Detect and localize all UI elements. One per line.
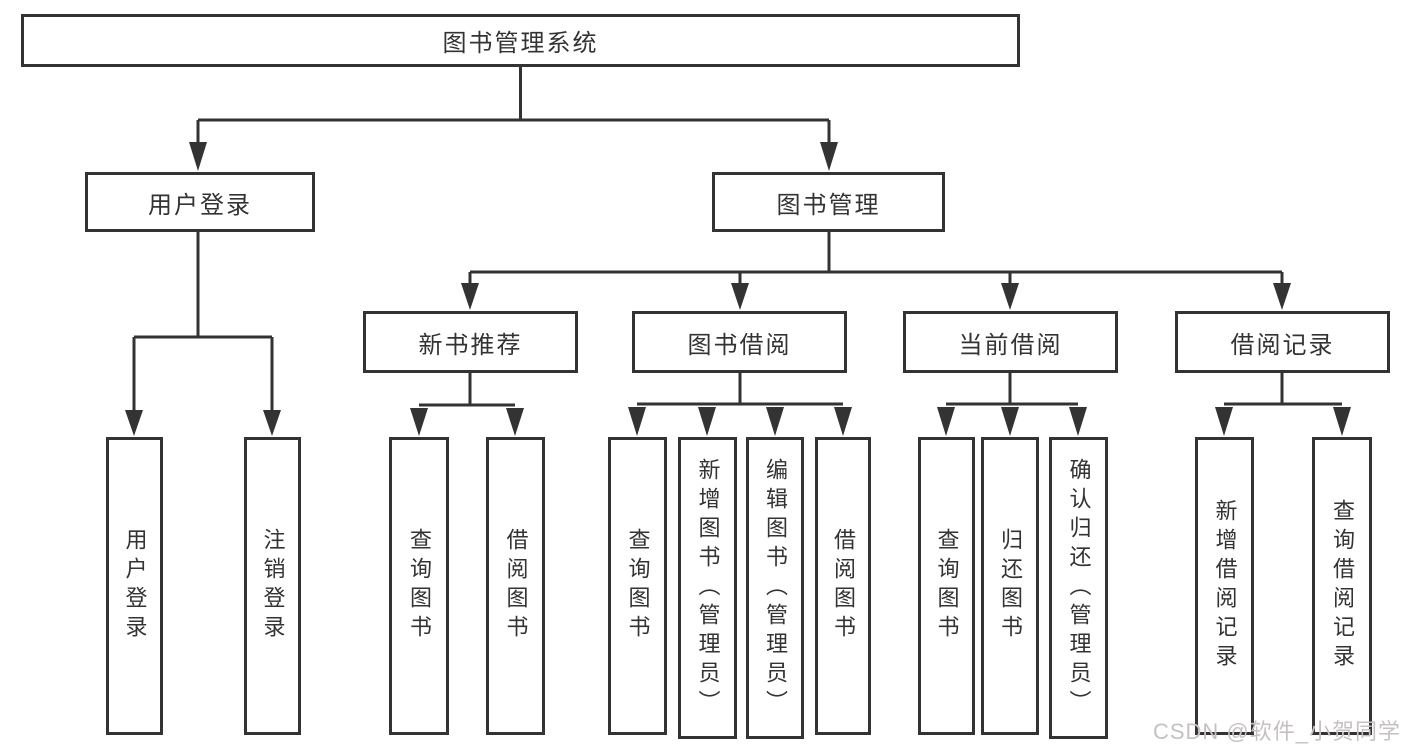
leaf-query-borrow-record: 查询借阅记录	[1312, 437, 1372, 735]
leaf-label: 新增借阅记录	[1212, 499, 1238, 673]
leaf-return-book: 归还图书	[981, 437, 1039, 735]
arrowhead-icon	[698, 407, 716, 436]
node-book-borrow: 图书借阅	[632, 311, 847, 373]
leaf-borrow-books-2: 借阅图书	[815, 437, 871, 735]
arrowhead-icon	[506, 408, 524, 436]
arrowhead-icon	[263, 410, 281, 436]
leaf-logout: 注销登录	[244, 437, 301, 735]
leaf-label: 编辑图书（管理员）	[763, 457, 788, 719]
arrowhead-icon	[731, 283, 749, 310]
leaf-label: 注销登录	[260, 528, 286, 644]
arrowhead-icon	[1333, 407, 1351, 436]
arrowhead-icon	[834, 407, 852, 436]
leaf-query-books-1: 查询图书	[389, 437, 449, 735]
leaf-confirm-return-admin: 确认归还（管理员）	[1049, 437, 1108, 739]
leaf-add-book-admin: 新增图书（管理员）	[678, 437, 737, 739]
arrowhead-icon	[1069, 407, 1087, 436]
leaf-label: 借阅图书	[503, 528, 529, 644]
arrowhead-icon	[189, 142, 207, 171]
node-new-book-recommend: 新书推荐	[363, 311, 578, 373]
node-user-login: 用户登录	[85, 172, 315, 232]
node-current-borrow: 当前借阅	[903, 311, 1118, 373]
leaf-add-borrow-record: 新增借阅记录	[1195, 437, 1254, 735]
arrowhead-icon	[937, 407, 955, 436]
leaf-user-login: 用户登录	[106, 437, 163, 735]
arrowhead-icon	[125, 410, 143, 436]
arrowhead-icon	[1001, 283, 1019, 310]
arrowhead-icon	[1001, 407, 1019, 436]
leaf-label: 查询图书	[625, 528, 651, 644]
node-root: 图书管理系统	[21, 14, 1020, 67]
arrowhead-icon	[410, 408, 428, 436]
arrowhead-icon	[1215, 407, 1233, 436]
arrowhead-icon	[1273, 283, 1291, 310]
leaf-query-books-2: 查询图书	[608, 437, 667, 735]
leaf-label: 用户登录	[122, 528, 148, 644]
leaf-label: 查询借阅记录	[1330, 499, 1355, 673]
node-borrow-records: 借阅记录	[1175, 311, 1390, 373]
csdn-watermark: CSDN @软件_小贺同学	[1152, 719, 1401, 744]
arrowhead-icon	[628, 407, 646, 436]
leaf-label: 确认归还（管理员）	[1066, 457, 1092, 719]
leaf-borrow-books-1: 借阅图书	[486, 437, 545, 735]
leaf-query-books-3: 查询图书	[918, 437, 975, 735]
arrowhead-icon	[461, 283, 479, 310]
node-book-management: 图书管理	[712, 172, 945, 232]
leaf-label: 新增图书（管理员）	[695, 457, 721, 719]
leaf-label: 查询图书	[934, 528, 960, 644]
leaf-label: 查询图书	[407, 528, 432, 644]
arrowhead-icon	[766, 407, 784, 436]
leaf-label: 归还图书	[998, 528, 1023, 644]
leaf-edit-book-admin: 编辑图书（管理员）	[746, 437, 804, 739]
arrowhead-icon	[820, 142, 838, 171]
leaf-label: 借阅图书	[831, 528, 856, 644]
